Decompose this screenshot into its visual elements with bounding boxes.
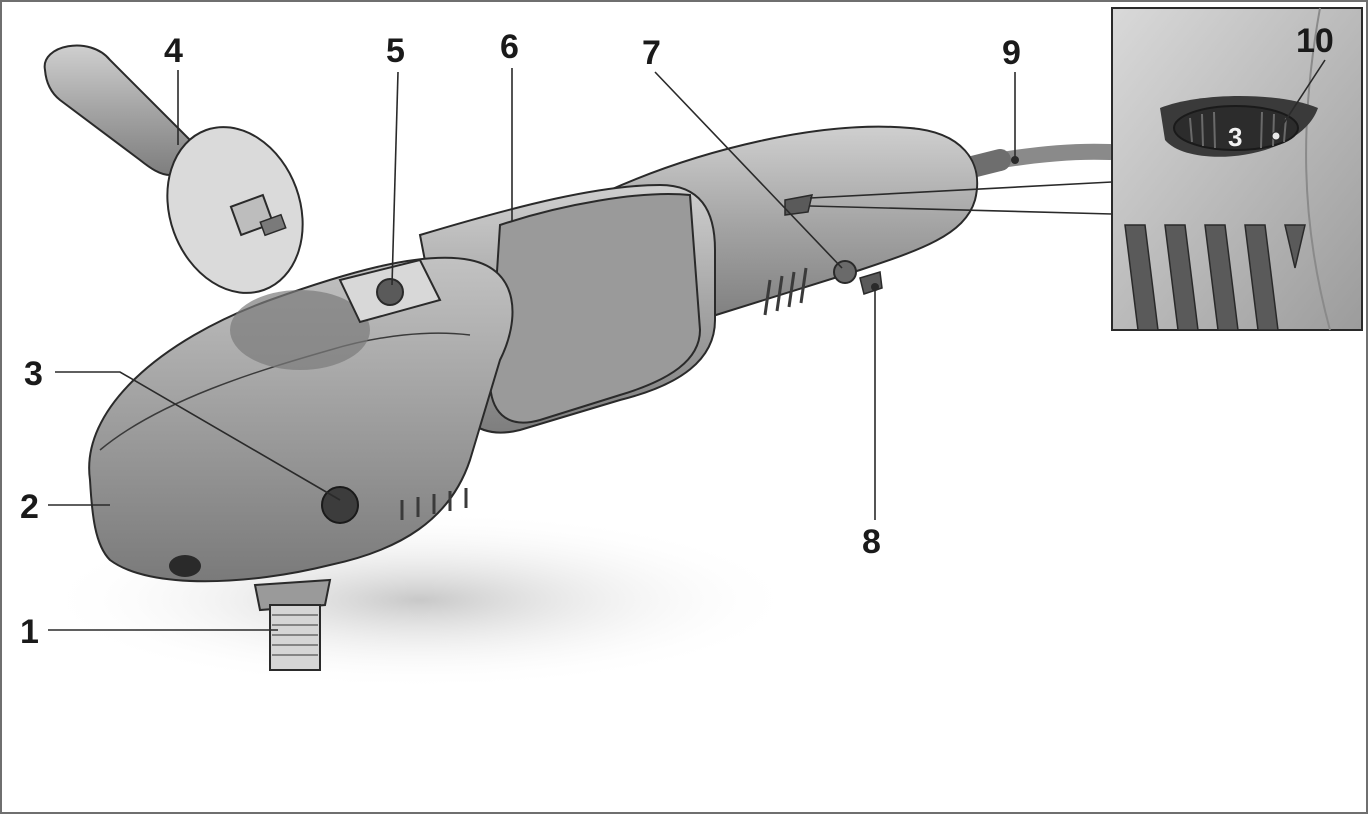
inset-connector-bottom [809, 205, 1113, 215]
leader-10 [1277, 59, 1326, 133]
head-vents [400, 488, 468, 520]
grip-band [488, 193, 702, 424]
leader-5 [391, 71, 399, 286]
callout-9: 9 [1002, 34, 1021, 72]
side-handle-thread [321, 486, 359, 524]
inset-vents [1124, 224, 1306, 331]
side-handle [43, 44, 304, 294]
dot-9 [1011, 156, 1019, 164]
leader-3 [55, 371, 341, 501]
callout-10: 10 [1296, 22, 1334, 60]
gear-head [88, 256, 514, 583]
callout-5: 5 [386, 32, 405, 70]
dot-10 [1271, 131, 1281, 141]
callout-7: 7 [642, 34, 661, 72]
callout-1: 1 [20, 613, 39, 651]
head-recess-dark [230, 290, 370, 370]
callout-3: 3 [24, 355, 43, 393]
spindle-collar [253, 578, 332, 612]
inset-connector-top [809, 181, 1113, 199]
dot-8 [871, 283, 879, 291]
rear-vents [763, 267, 808, 316]
spindle-threads [272, 614, 318, 656]
on-off-switch [833, 260, 857, 284]
inset-dial-value: 3 [1228, 122, 1242, 152]
leader-7 [654, 71, 843, 269]
callout-4: 4 [164, 32, 183, 70]
switch-lock-button [859, 271, 883, 295]
spindle-shaft [269, 604, 321, 671]
inset-detail: 3 [1111, 7, 1363, 331]
callout-6: 6 [500, 28, 519, 66]
inset-dial-wheel [1173, 105, 1299, 151]
inset-dial-ridges [1189, 111, 1287, 149]
speed-dial-window [784, 194, 813, 216]
callout-8: 8 [862, 523, 881, 561]
callout-2: 2 [20, 488, 39, 526]
spindle-lock-button [376, 278, 404, 306]
head-lower-hole [169, 555, 201, 577]
